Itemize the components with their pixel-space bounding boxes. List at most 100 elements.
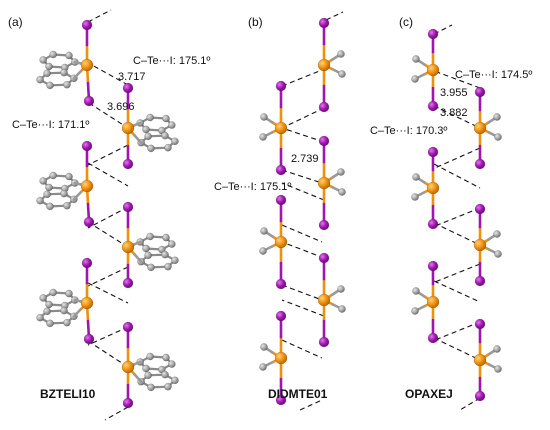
- halogen-contact-line: [91, 64, 129, 86]
- covalent-bond: [133, 253, 143, 263]
- carbon-atom: [338, 305, 346, 313]
- carbon-atom: [164, 143, 172, 152]
- iodine-atom: [81, 140, 93, 152]
- angle-label-c-mid: C–Te···I: 170.3º: [370, 125, 447, 137]
- carbon-atom: [171, 137, 179, 146]
- compound-code-b: DIDMTE01: [268, 387, 328, 401]
- carbon-atom: [49, 171, 58, 180]
- distance-label-c-top: 3.955: [440, 87, 468, 99]
- covalent-bond: [132, 121, 142, 127]
- iodine-atom: [83, 333, 95, 345]
- halogen-contact-line: [87, 144, 129, 166]
- carbon-atom: [493, 113, 501, 121]
- carbon-atom: [142, 364, 150, 373]
- carbon-atom: [167, 360, 176, 368]
- carbon-atom: [63, 201, 71, 210]
- carbon-atom: [167, 240, 176, 248]
- carbon-atom: [144, 371, 152, 380]
- carbon-atom: [167, 121, 176, 129]
- carbon-atom: [338, 70, 346, 78]
- halogen-contact-line: [87, 326, 129, 346]
- iodine-atom: [427, 100, 439, 112]
- tellurium-atom: [426, 181, 440, 195]
- iodine-atom: [427, 332, 439, 344]
- covalent-bond: [73, 181, 83, 186]
- iodine-atom: [427, 218, 439, 230]
- halogen-contact-line: [434, 321, 481, 341]
- carbon-atom: [63, 80, 71, 89]
- carbon-atom: [337, 285, 345, 293]
- halogen-contact-line: [459, 397, 481, 411]
- halogen-contact-line: [281, 107, 325, 129]
- covalent-bond: [132, 240, 142, 246]
- carbon-atom: [161, 250, 169, 259]
- halogen-contact-line: [281, 241, 325, 259]
- iodine-atom: [122, 201, 134, 213]
- covalent-bond: [72, 308, 82, 318]
- tellurium-atom: [317, 176, 331, 190]
- carbon-atom: [161, 131, 169, 140]
- carbon-atom: [412, 173, 420, 181]
- halogen-contact-line: [325, 11, 344, 21]
- halogen-contact-line: [433, 222, 481, 246]
- halogen-contact-line: [434, 263, 481, 283]
- carbon-atom: [36, 75, 44, 84]
- carbon-atom: [46, 202, 54, 211]
- carbon-atom: [43, 69, 51, 78]
- carbon-atom: [171, 376, 179, 385]
- halogen-contact-line: [281, 169, 323, 184]
- tellurium-atom: [473, 353, 487, 367]
- panel-c-structure: [411, 24, 502, 411]
- halogen-contact-line: [434, 207, 481, 227]
- carbon-atom: [39, 56, 48, 64]
- carbon-atom: [65, 289, 73, 298]
- iodine-atom: [122, 397, 134, 409]
- angle-label-b: C–Te···I: 175.1º: [214, 181, 291, 193]
- halogen-contact-line: [87, 9, 112, 23]
- carbon-atom: [46, 81, 54, 90]
- panel-label-c: (c): [399, 15, 413, 29]
- halogen-contact-line: [88, 102, 129, 129]
- tellurium-atom: [80, 58, 94, 72]
- tellurium-atom: [80, 296, 94, 310]
- tellurium-atom: [121, 121, 135, 135]
- carbon-atom: [146, 232, 155, 241]
- tellurium-atom: [473, 121, 487, 135]
- angle-label-c-top: C–Te···I: 174.5º: [455, 69, 532, 81]
- carbon-atom: [60, 306, 68, 315]
- iodine-atom: [275, 80, 287, 92]
- angle-label-a-top: C–Te···I: 175.1º: [133, 55, 210, 67]
- carbon-atom: [63, 318, 71, 327]
- halogen-contact-line: [281, 284, 323, 301]
- tellurium-atom: [80, 179, 94, 193]
- halogen-contact-line: [433, 163, 481, 189]
- iodine-atom: [275, 278, 287, 290]
- tellurium-atom: [121, 360, 135, 374]
- distance-label-a-top: 3.717: [118, 71, 146, 83]
- iodine-atom: [122, 82, 134, 94]
- halogen-contact-line: [281, 127, 325, 143]
- halogen-contact-line: [87, 340, 129, 368]
- tellurium-atom: [426, 63, 440, 77]
- carbon-atom: [46, 319, 54, 328]
- distance-label-a-mid: 3.696: [107, 101, 135, 113]
- iodine-atom: [122, 277, 134, 289]
- carbon-atom: [162, 353, 170, 362]
- carbon-atom: [493, 230, 501, 238]
- carbon-atom: [260, 227, 268, 235]
- iodine-atom: [122, 321, 134, 333]
- halogen-contact-line: [87, 221, 129, 248]
- iodine-atom: [318, 252, 330, 264]
- tellurium-atom: [317, 293, 331, 307]
- halogen-contact-line: [104, 406, 129, 421]
- distance-label-c-mid: 3.882: [440, 107, 468, 119]
- carbon-atom: [259, 133, 267, 141]
- iodine-atom: [318, 135, 330, 147]
- carbon-atom: [494, 365, 502, 373]
- iodine-atom: [275, 310, 287, 322]
- iodine-atom: [318, 17, 330, 29]
- tellurium-atom: [426, 295, 440, 309]
- carbon-atom: [337, 50, 345, 58]
- halogen-contact-line: [434, 147, 481, 169]
